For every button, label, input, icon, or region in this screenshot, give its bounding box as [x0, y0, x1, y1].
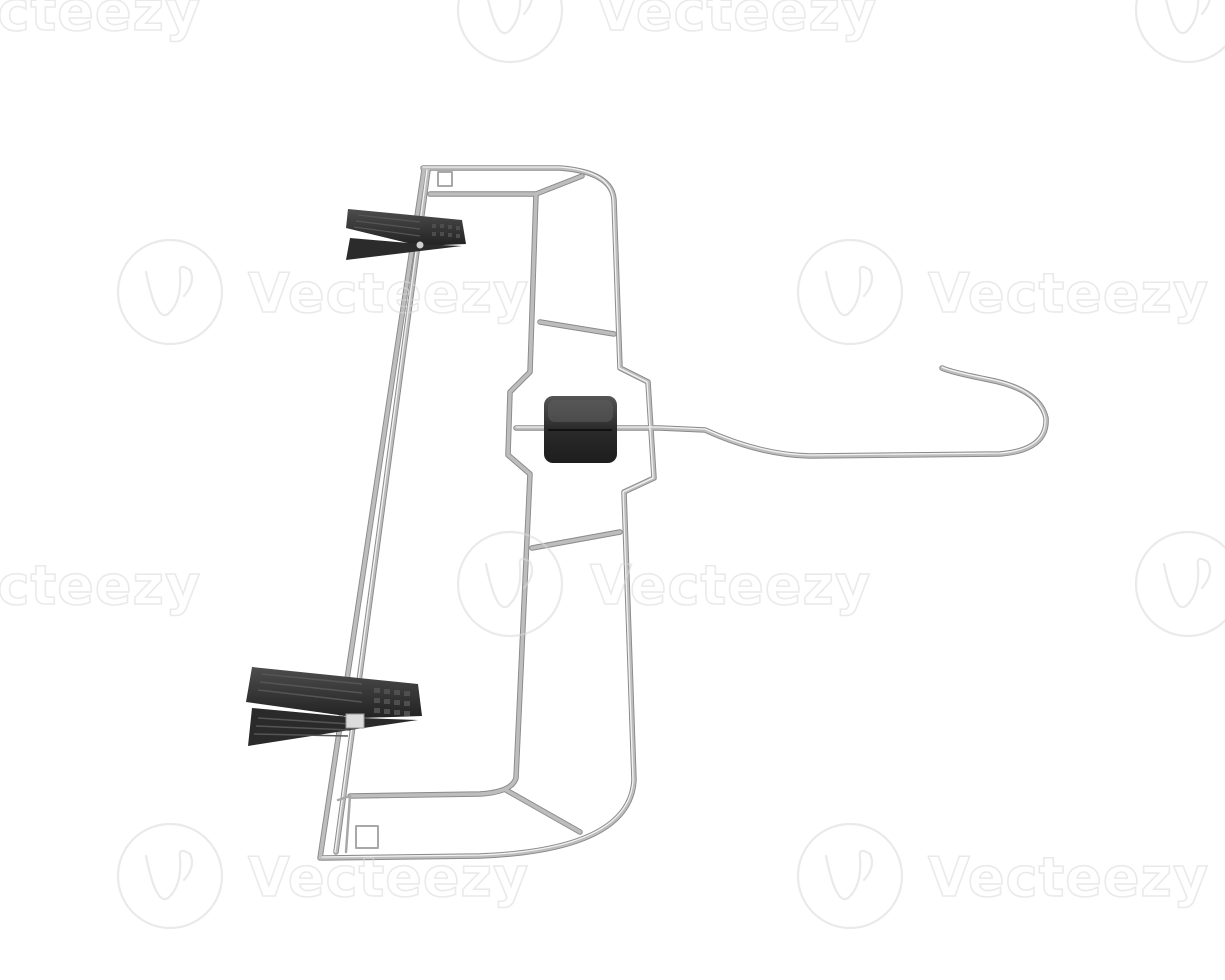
top-clip [346, 209, 466, 260]
watermark-tile [1134, 530, 1225, 638]
watermark-tile: Vecteezy [116, 822, 529, 930]
vecteezy-v-logo-icon [116, 238, 224, 346]
watermark-tile: Vecteezy [1134, 0, 1225, 64]
vecteezy-v-logo-icon [796, 822, 904, 930]
watermark-text: Vecteezy [596, 0, 877, 43]
watermark-text: Vecteezy [928, 262, 1209, 325]
watermark-text: Vecteezy [928, 846, 1209, 909]
watermark-tile: Vecteezy [0, 553, 201, 618]
vecteezy-v-logo-icon [1134, 530, 1225, 638]
vecteezy-v-logo-icon [796, 238, 904, 346]
watermark-tile: Vecteezy [456, 0, 877, 64]
vecteezy-v-logo-icon [116, 822, 224, 930]
center-hook-block [544, 396, 617, 463]
watermark-tile: Vecteezy [796, 822, 1209, 930]
watermark-text: Vecteezy [248, 846, 529, 909]
vecteezy-v-logo-icon [456, 0, 564, 64]
watermark-text: Vecteezy [0, 554, 201, 617]
watermark-tile: Vecteezy [0, 0, 201, 44]
watermark-layer: VecteezyVecteezyVecteezyVecteezyVecteezy… [0, 0, 1225, 930]
watermark-text: Vecteezy [0, 0, 201, 43]
watermark-text: Vecteezy [248, 262, 529, 325]
watermark-text: Vecteezy [590, 554, 871, 617]
vecteezy-v-logo-icon [456, 530, 564, 638]
watermark-tile: Vecteezy [796, 238, 1209, 346]
bottom-clip [246, 667, 422, 746]
hanger-wire-frame [317, 165, 1049, 861]
watermark-tile: Vecteezy [456, 530, 871, 638]
watermark-tile: Vecteezy [116, 238, 529, 346]
vecteezy-v-logo-icon [1134, 0, 1225, 64]
